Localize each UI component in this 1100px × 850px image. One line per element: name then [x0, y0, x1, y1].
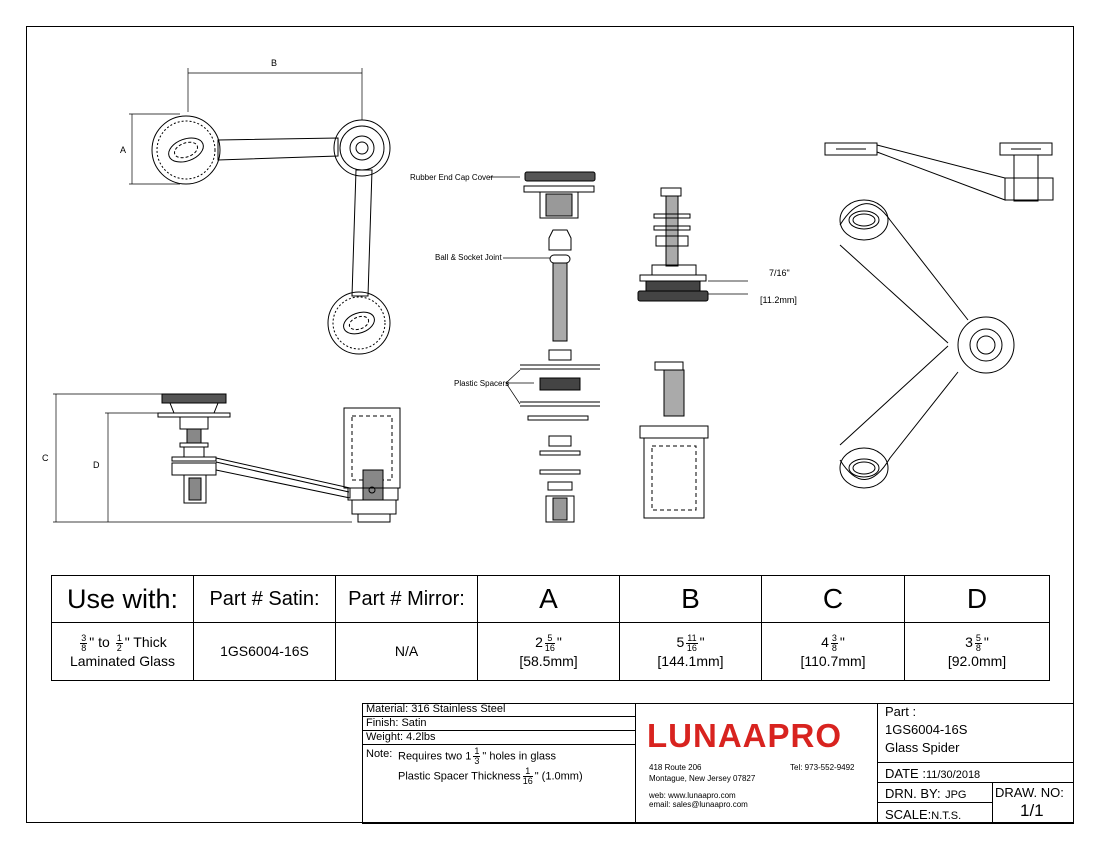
part-satin-value: 1GS6004-16S	[193, 622, 336, 681]
part-mirror-value: N/A	[335, 622, 478, 681]
column-b-header: B	[619, 575, 762, 623]
spec-table: Use with: Part # Satin: Part # Mirror: A…	[51, 575, 1050, 681]
assembled-fitting	[637, 187, 748, 519]
thickness-inch-label: 7/16"	[769, 268, 790, 278]
scale-field: SCALE:N.T.S.	[885, 807, 962, 822]
material-text: Material: 316 Stainless Steel	[366, 703, 506, 715]
use-with-header: Use with:	[51, 575, 194, 623]
dimension-a-label: A	[120, 145, 127, 155]
dimension-b-label: B	[271, 58, 278, 68]
side-view	[53, 393, 401, 523]
glass-type: Laminated Glass	[69, 652, 176, 669]
telephone: Tel: 973-552-9492	[790, 763, 855, 772]
date-field: DATE :11/30/2018	[885, 766, 981, 781]
drawn-by-field: DRN. BY: JPG	[885, 786, 967, 801]
exploded-view	[490, 171, 600, 523]
note-label: Note:	[366, 748, 393, 760]
ball-socket-callout: Ball & Socket Joint	[435, 253, 502, 262]
column-c-header: C	[761, 575, 905, 623]
lunaapro-logo: LUNAAPRO	[647, 717, 842, 754]
draw-no-value: 1/1	[1020, 801, 1044, 820]
rubber-end-cap-callout: Rubber End Cap Cover	[410, 173, 494, 182]
drawing-sheet-border	[26, 26, 1074, 823]
address-line-1: 418 Route 206	[649, 763, 702, 772]
dimension-d-label: D	[93, 460, 100, 470]
plan-view	[839, 199, 1015, 489]
part-mirror-header: Part # Mirror:	[335, 575, 478, 623]
part-label: Part :	[885, 704, 917, 719]
spec-header-row: Use with: Part # Satin: Part # Mirror: A…	[51, 575, 1050, 623]
part-number: 1GS6004-16S	[885, 722, 968, 737]
part-name: Glass Spider	[885, 740, 960, 755]
column-a-header: A	[477, 575, 620, 623]
title-block: Material: 316 Stainless Steel Finish: Sa…	[362, 703, 1074, 824]
email: email: sales@lunaapro.com	[649, 800, 748, 809]
draw-no-label: DRAW. NO:	[995, 785, 1064, 800]
column-d-header: D	[904, 575, 1050, 623]
part-satin-header: Part # Satin:	[193, 575, 336, 623]
weight-text: Weight: 4.2lbs	[366, 731, 436, 743]
elevation-view	[824, 142, 1054, 202]
dimension-c-label: C	[42, 453, 49, 463]
website: web: www.lunaapro.com	[649, 791, 736, 800]
thickness-mm-label: [11.2mm]	[760, 295, 797, 305]
top-view	[129, 68, 391, 355]
part-info-box	[877, 703, 1074, 824]
finish-text: Finish: Satin	[366, 717, 427, 729]
plastic-spacers-callout: Plastic Spacers	[454, 379, 510, 388]
address-line-2: Montague, New Jersey 07827	[649, 774, 756, 783]
